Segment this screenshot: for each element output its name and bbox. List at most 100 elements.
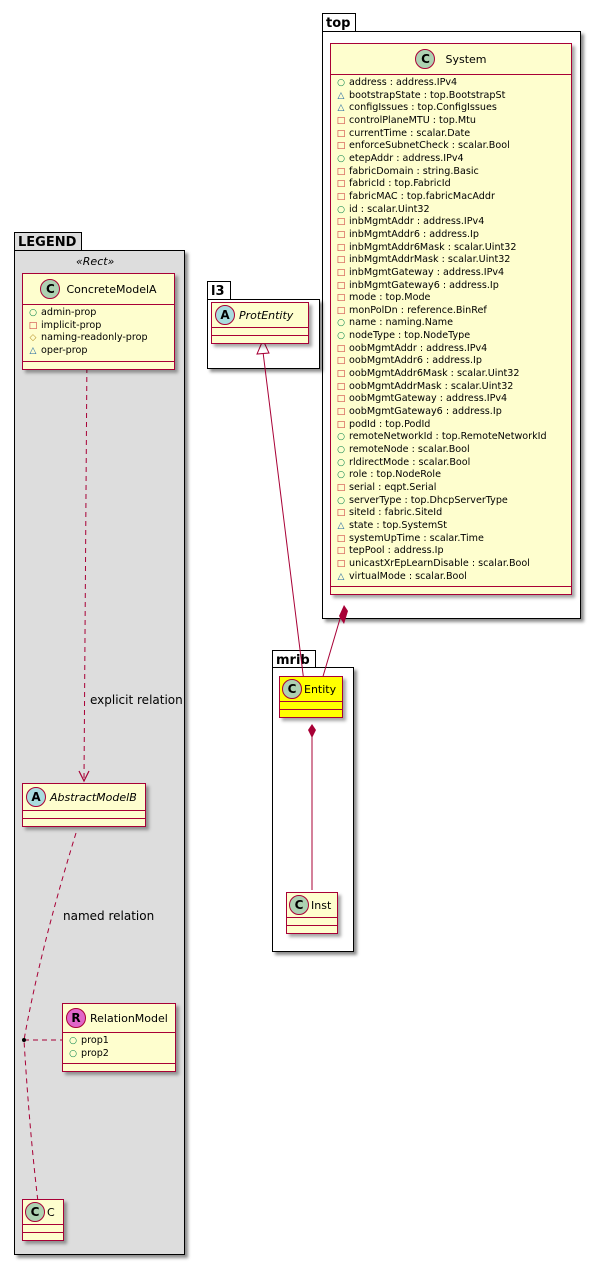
class-entity[interactable]: C Entity	[279, 676, 343, 718]
attribute-text: etepAddr : address.IPv4	[349, 152, 464, 164]
class-inst[interactable]: C Inst	[286, 892, 338, 934]
attribute-text: systemUpTime : scalar.Time	[349, 532, 484, 544]
package-legend	[14, 250, 185, 1255]
public-visibility-icon: ○	[337, 204, 345, 215]
private-visibility-icon: □	[336, 343, 346, 354]
attribute-text: oobMgmtAddr6Mask : scalar.Uint32	[349, 368, 520, 380]
private-visibility-icon: □	[336, 128, 346, 139]
public-visibility-icon: ○	[337, 445, 345, 456]
attribute-row: □oobMgmtAddr6 : address.Ip	[336, 355, 568, 368]
method-section	[212, 336, 308, 343]
attribute-text: name : naming.Name	[349, 317, 454, 329]
attribute-row: ○remoteNode : scalar.Bool	[336, 444, 568, 457]
attribute-text: prop2	[81, 1047, 109, 1059]
explicit-relation-label: explicit relation	[90, 693, 183, 707]
public-visibility-icon: ○	[337, 331, 345, 342]
package-tab-top: top	[322, 13, 357, 32]
attribute-row: △state : top.SystemSt	[336, 520, 568, 533]
class-header: R RelationModel	[63, 1004, 175, 1033]
explicit-relation-line	[83, 349, 88, 780]
public-visibility-icon: ○	[337, 153, 345, 164]
attribute-row: ○ etepAddr : address.IPv4	[336, 153, 568, 166]
class-name: AbstractModelB	[50, 790, 137, 804]
class-name: Inst	[311, 898, 332, 912]
attribute-text: oobMgmtAddrMask : scalar.Uint32	[349, 380, 514, 392]
class-concrete-model-a[interactable]: C ConcreteModelA ○admin-prop□implicit-pr…	[22, 273, 175, 370]
attribute-row: □inbMgmtAddr : address.IPv4	[336, 216, 568, 229]
attribute-row: □unicastXrEpLearnDisable : scalar.Bool	[336, 558, 568, 571]
class-system[interactable]: C System ○ address : address.IPv4 △bootstr…	[330, 43, 572, 596]
attribute-row: □systemUpTime : scalar.Time	[336, 533, 568, 546]
attribute-row: □inbMgmtAddrMask : scalar.Uint32	[336, 254, 568, 267]
attribute-text: inbMgmtAddr6Mask : scalar.Uint32	[349, 241, 517, 253]
private-visibility-icon: □	[336, 394, 346, 405]
class-header: C ConcreteModelA	[23, 274, 174, 305]
attribute-row: ◇ naming-readonly-prop	[28, 332, 171, 345]
class-badge-icon: C	[415, 49, 436, 69]
attribute-text: unicastXrEpLearnDisable : scalar.Bool	[349, 557, 530, 569]
protected-visibility-icon: ◇	[29, 333, 37, 344]
attribute-row: △oper-prop	[28, 345, 171, 358]
private-visibility-icon: □	[336, 115, 346, 126]
attribute-row: ○remoteNetworkId : top.RemoteNetworkId	[336, 431, 568, 444]
class-c[interactable]: C C	[22, 1199, 64, 1241]
attribute-text: naming-readonly-prop	[41, 332, 148, 344]
attribute-text: siteId : fabric.SiteId	[349, 507, 443, 519]
attribute-row: △bootstrapState : top.BootstrapSt	[336, 90, 568, 103]
attribute-text: inbMgmtGateway : address.IPv4	[349, 266, 505, 278]
private-visibility-icon: □	[28, 320, 38, 331]
private-visibility-icon: □	[336, 356, 346, 367]
attribute-text: oobMgmtGateway6 : address.Ip	[349, 406, 502, 418]
method-section	[287, 926, 337, 933]
abstract-badge-icon: A	[215, 305, 235, 325]
attribute-row: ○admin-prop	[28, 307, 171, 320]
public-visibility-icon: ○	[337, 495, 345, 506]
attribute-text: monPolDn : reference.BinRef	[349, 304, 487, 316]
attribute-row: ○role : top.NodeRole	[336, 469, 568, 482]
class-header: C System	[331, 44, 571, 75]
attribute-row: ○id : scalar.Uint32	[336, 204, 568, 217]
class-name: RelationModel	[90, 1011, 168, 1025]
class-header: C Entity	[280, 677, 342, 702]
attribute-text: remoteNetworkId : top.RemoteNetworkId	[349, 431, 547, 443]
private-visibility-icon: □	[336, 141, 346, 152]
private-visibility-icon: □	[336, 419, 346, 430]
private-visibility-icon: □	[336, 546, 346, 557]
private-visibility-icon: □	[336, 280, 346, 291]
attribute-row: □tepPool : address.Ip	[336, 545, 568, 558]
method-section	[23, 362, 174, 369]
private-visibility-icon: □	[336, 369, 346, 380]
attribute-text: oper-prop	[41, 344, 88, 356]
attribute-text: serial : eqpt.Serial	[349, 482, 437, 493]
class-abstract-model-b[interactable]: A AbstractModelB	[22, 783, 146, 827]
class-header: A AbstractModelB	[23, 784, 145, 811]
attribute-text: inbMgmtAddrMask : scalar.Uint32	[349, 254, 511, 266]
attribute-text: virtualMode : scalar.Bool	[349, 570, 467, 582]
attribute-text: oobMgmtAddr6 : address.Ip	[349, 355, 482, 367]
attribute-row: □fabricDomain : string.Basic	[336, 166, 568, 179]
attribute-row: ○rldirectMode : scalar.Bool	[336, 457, 568, 470]
attribute-row: □oobMgmtAddr6Mask : scalar.Uint32	[336, 368, 568, 381]
attribute-text: implicit-prop	[41, 319, 102, 331]
composition-diamond-system	[339, 605, 348, 624]
composition-diamond-entity	[308, 724, 316, 738]
class-protentity[interactable]: A ProtEntity	[211, 302, 309, 344]
public-visibility-icon: ○	[69, 1036, 77, 1046]
attribute-text: address : address.IPv4	[349, 77, 458, 88]
attribute-row: □oobMgmtGateway6 : address.Ip	[336, 406, 568, 419]
private-visibility-icon: □	[336, 191, 346, 202]
inheritance-arrowhead	[256, 338, 270, 355]
public-visibility-icon: ○	[337, 78, 345, 88]
attribute-text: fabricDomain : string.Basic	[349, 165, 479, 177]
attribute-row: △configIssues : top.ConfigIssues	[336, 102, 568, 115]
public-visibility-icon: ○	[337, 457, 345, 468]
named-relation-label: named relation	[63, 909, 155, 923]
attribute-row: □oobMgmtAddrMask : scalar.Uint32	[336, 381, 568, 394]
attribute-row: □inbMgmtGateway : address.IPv4	[336, 267, 568, 280]
class-badge-icon: C	[25, 1202, 45, 1222]
relation-badge-icon: R	[66, 1008, 86, 1028]
class-relation-model[interactable]: R RelationModel ○prop1○prop2	[62, 1003, 176, 1073]
association-point	[22, 1038, 26, 1042]
class-badge-icon: C	[289, 895, 309, 915]
attribute-text: serverType : top.DhcpServerType	[349, 494, 508, 506]
